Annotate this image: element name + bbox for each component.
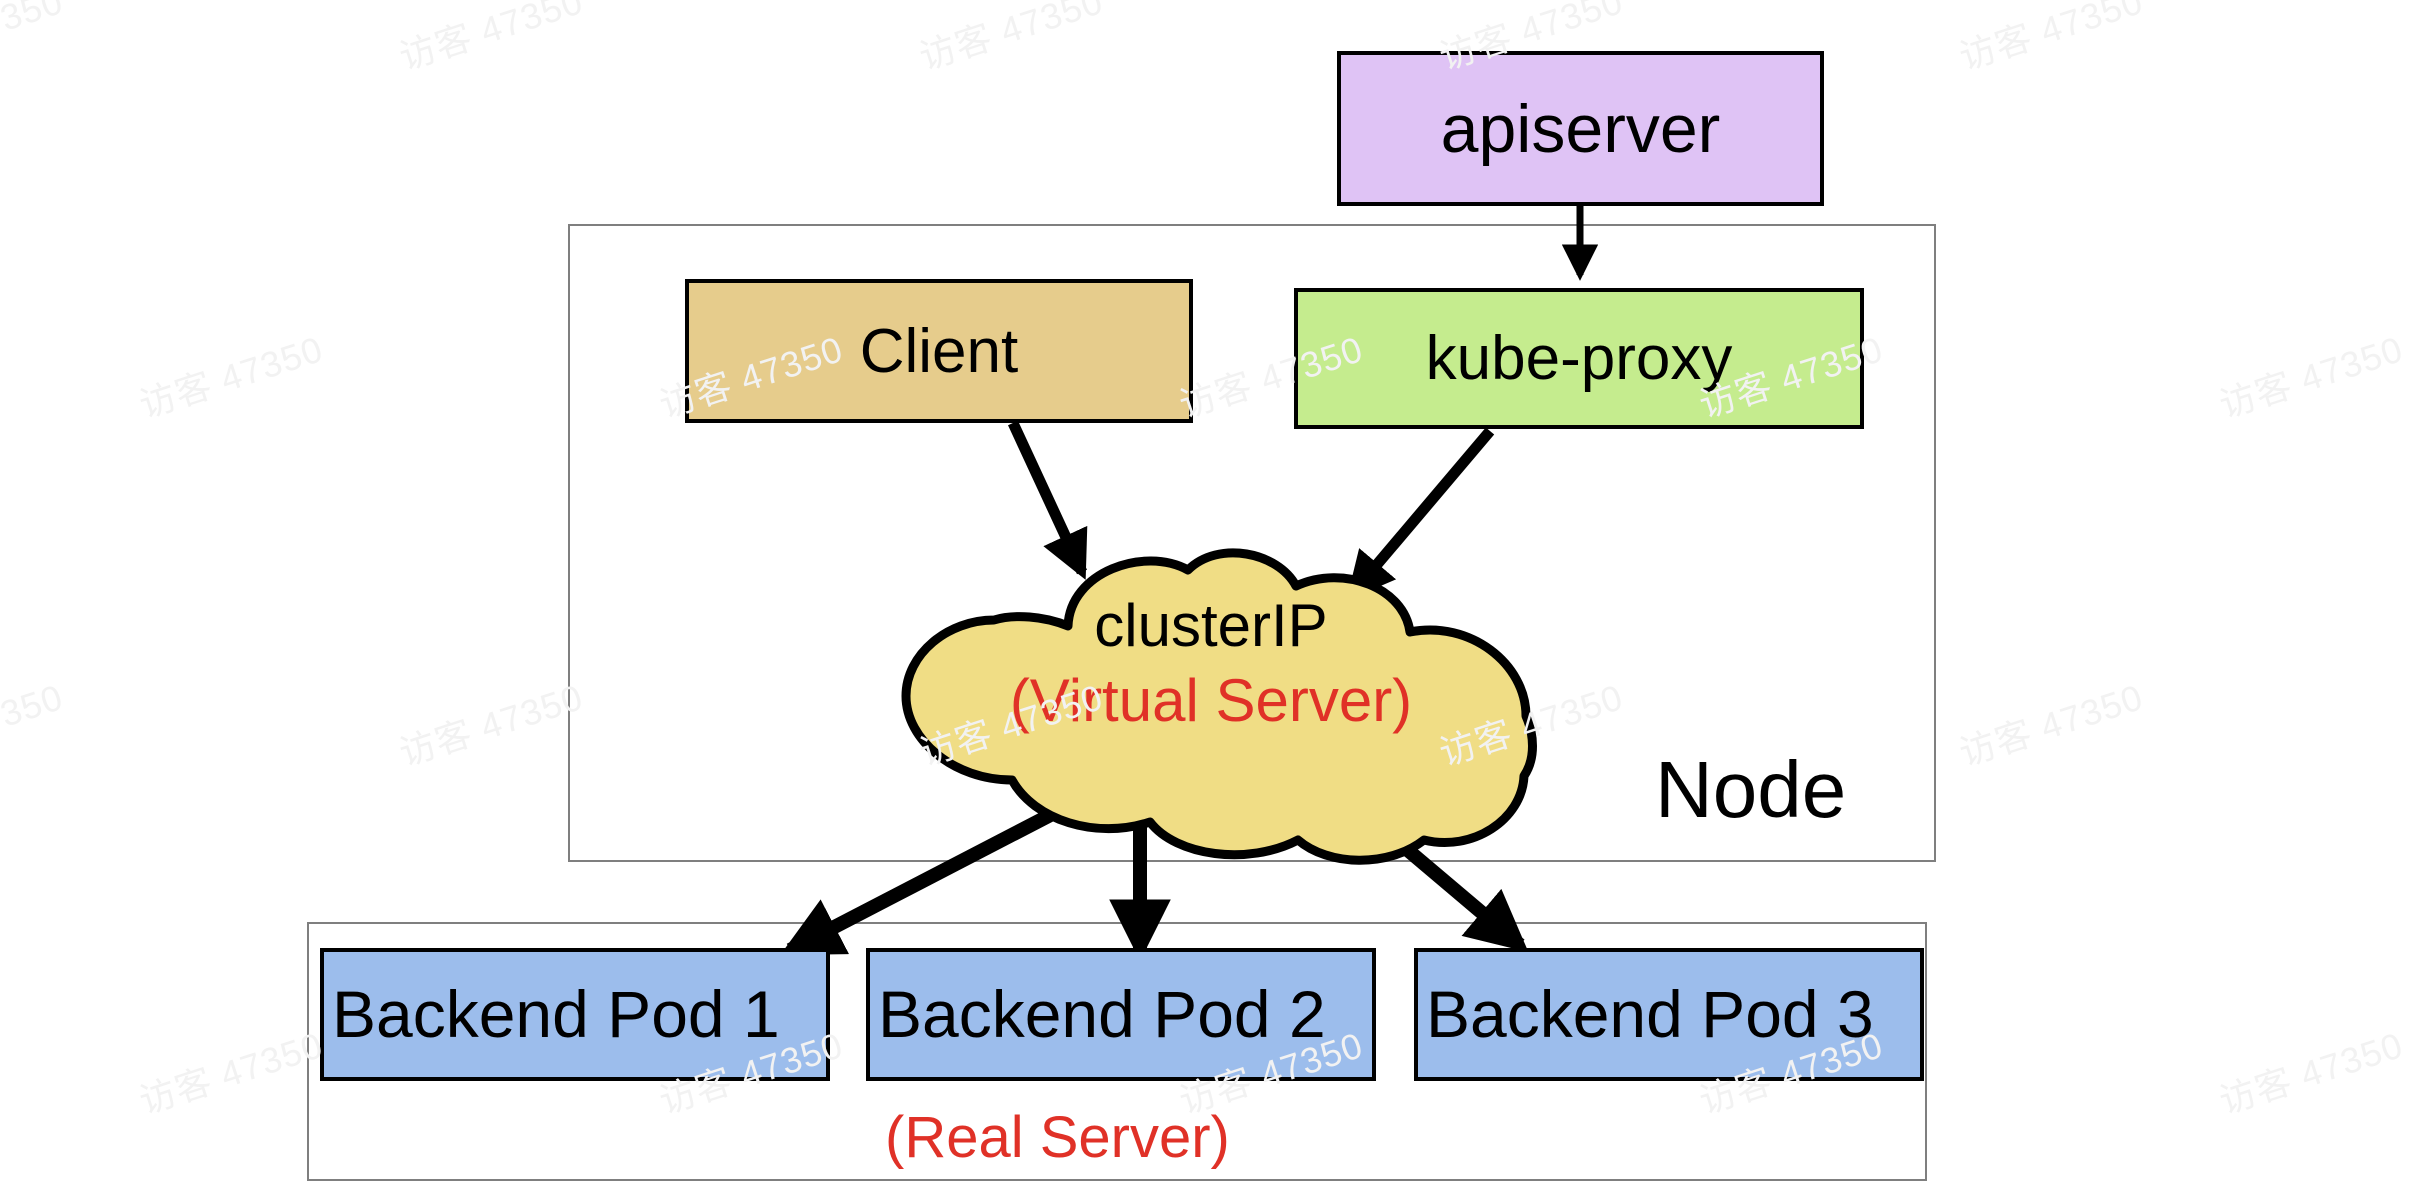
apiserver-node[interactable]: apiserver (1337, 51, 1824, 206)
backend-pod-3-node[interactable] (1414, 948, 1924, 1081)
client-label: Client (859, 316, 1019, 386)
watermark-text: 访客 47350 (394, 0, 588, 78)
clusterip-cloud-node[interactable] (858, 548, 1564, 868)
watermark-text: 访客 47350 (914, 0, 1108, 78)
watermark-text: 访客 47350 (134, 1024, 328, 1122)
watermark-text: 访客 47350 (1954, 0, 2148, 78)
watermark-text: 访客 47350 (2214, 328, 2408, 426)
kube-proxy-label: kube-proxy (1425, 324, 1733, 393)
client-node[interactable]: Client (685, 279, 1193, 423)
backend-pod-2-node[interactable] (866, 948, 1376, 1081)
watermark-text: 访客 47350 (1954, 676, 2148, 774)
node-frame-label: Node (1655, 745, 1847, 834)
watermark-text: 访客 47350 (0, 676, 68, 774)
real-server-label: (Real Server) (885, 1105, 1230, 1170)
apiserver-label: apiserver (1440, 90, 1721, 167)
kube-proxy-node[interactable]: kube-proxy (1294, 288, 1864, 429)
watermark-text: 访客 47350 (394, 676, 588, 774)
watermark-text: 访客 47350 (2214, 1024, 2408, 1122)
cloud-shape-icon (901, 548, 1537, 865)
watermark-text: 访客 47350 (0, 0, 68, 78)
backend-pod-1-node[interactable] (320, 948, 830, 1081)
watermark-text: 访客 47350 (134, 328, 328, 426)
